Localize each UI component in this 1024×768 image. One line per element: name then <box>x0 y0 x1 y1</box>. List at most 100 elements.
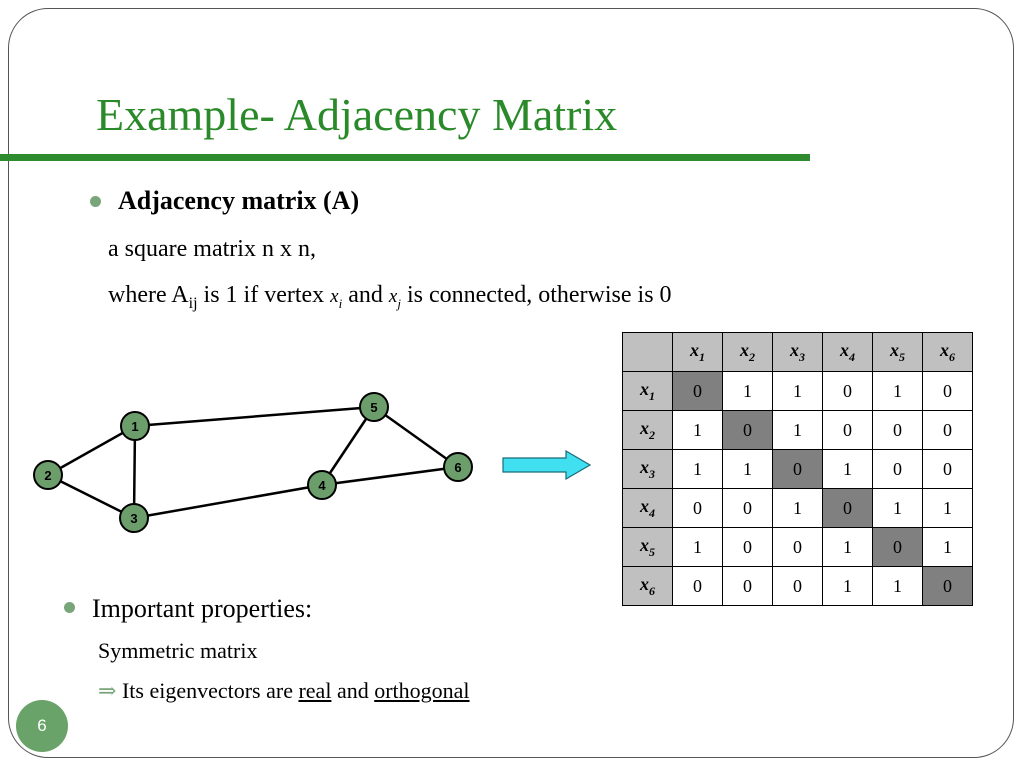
matrix-cell-diagonal: 0 <box>722 410 773 450</box>
node-3: 3 <box>119 503 149 533</box>
edge-1-2 <box>47 424 136 477</box>
node-5: 5 <box>359 392 389 422</box>
node-label: 2 <box>44 468 51 483</box>
matrix-cell: 0 <box>822 371 873 411</box>
matrix-cell: 0 <box>872 410 923 450</box>
node-label: 1 <box>131 419 138 434</box>
matrix-cell-diagonal: 0 <box>672 371 723 411</box>
text-segment: Its eigenvectors are <box>116 678 299 703</box>
bullet-dot <box>64 602 75 613</box>
matrix-cell: 0 <box>922 449 973 489</box>
title-underline <box>0 154 810 161</box>
text-segment: is connected, otherwise is 0 <box>400 282 672 308</box>
node-4: 4 <box>307 470 337 500</box>
matrix-cell: 0 <box>722 527 773 567</box>
slide-title: Example- Adjacency Matrix <box>96 89 618 140</box>
edge-5-6 <box>373 405 459 469</box>
edge-4-5 <box>320 406 376 486</box>
node-label: 6 <box>454 460 461 475</box>
node-label: 3 <box>130 511 137 526</box>
matrix-row: x3 1 1 0 1 0 0 <box>622 449 973 489</box>
edge-3-4 <box>133 483 323 520</box>
matrix-cell: 0 <box>722 488 773 528</box>
property-eigenvectors: ⇒ Its eigenvectors are real and orthogon… <box>98 678 470 704</box>
matrix-cell: 0 <box>672 566 723 606</box>
edge-1-3 <box>132 425 137 519</box>
matrix-cell: 1 <box>822 527 873 567</box>
implies-arrow-icon: ⇒ <box>98 678 117 703</box>
bullet-heading-adjacency: Adjacency matrix (A) <box>118 186 360 215</box>
matrix-cell: 1 <box>722 449 773 489</box>
matrix-cell: 1 <box>722 371 773 411</box>
matrix-cell: 1 <box>872 488 923 528</box>
matrix-cell: 0 <box>772 527 823 567</box>
matrix-row: x2 1 0 1 0 0 0 <box>622 410 973 450</box>
edge-1-5 <box>134 405 375 428</box>
matrix-row: x1 0 1 1 0 1 0 <box>622 371 973 411</box>
node-2: 2 <box>33 460 63 490</box>
matrix-cell-diagonal: 0 <box>922 566 973 606</box>
matrix-cell: 0 <box>922 410 973 450</box>
matrix-cell: 0 <box>772 566 823 606</box>
definition-line-2: where Aij is 1 if vertex xi and xj is co… <box>108 282 672 313</box>
edge-2-3 <box>47 473 135 520</box>
node-label: 5 <box>370 400 377 415</box>
matrix-row-header: x1 <box>622 371 673 411</box>
matrix-cell-diagonal: 0 <box>772 449 823 489</box>
matrix-cell: 1 <box>672 410 723 450</box>
matrix-row: x4 0 0 1 0 1 1 <box>622 488 973 528</box>
matrix-cell: 1 <box>672 449 723 489</box>
graph-nodes: 1 2 3 4 5 6 <box>33 392 473 533</box>
matrix-row-header: x2 <box>622 410 673 450</box>
matrix-cell: 0 <box>822 410 873 450</box>
matrix-cell: 0 <box>872 449 923 489</box>
matrix-header-row: x1 x2 x3 x4 x5 x6 <box>622 332 973 372</box>
matrix-cell: 0 <box>722 566 773 606</box>
slide-frame <box>8 8 1014 758</box>
matrix-cell-diagonal: 0 <box>872 527 923 567</box>
adjacency-matrix-table: x1 x2 x3 x4 x5 x6 x1 0 1 1 0 1 0 x2 1 0 … <box>622 332 973 606</box>
matrix-row: x5 1 0 0 1 0 1 <box>622 527 973 567</box>
matrix-row-header: x5 <box>622 527 673 567</box>
variable-x: x <box>330 286 339 307</box>
property-symmetric: Symmetric matrix <box>98 638 258 663</box>
matrix-cell: 1 <box>822 449 873 489</box>
node-label: 4 <box>318 478 326 493</box>
node-6: 6 <box>443 452 473 482</box>
bullet-heading-properties: Important properties: <box>92 594 313 623</box>
underlined-orthogonal: orthogonal <box>374 678 470 703</box>
matrix-cell: 1 <box>822 566 873 606</box>
matrix-cell: 0 <box>672 488 723 528</box>
matrix-row-header: x4 <box>622 488 673 528</box>
right-arrow-icon <box>502 450 592 480</box>
text-segment: and <box>342 282 389 308</box>
matrix-row-header: x6 <box>622 566 673 606</box>
matrix-col-header: x4 <box>822 332 873 372</box>
text-segment: where A <box>108 282 189 308</box>
matrix-col-header: x6 <box>922 332 973 372</box>
subscript: i <box>338 296 343 311</box>
subscript: j <box>397 296 401 311</box>
bullet-dot <box>90 196 101 207</box>
matrix-row-header: x3 <box>622 449 673 489</box>
matrix-cell: 1 <box>672 527 723 567</box>
matrix-cell: 1 <box>922 527 973 567</box>
matrix-cell: 1 <box>772 410 823 450</box>
page-number-badge: 6 <box>16 700 68 752</box>
matrix-cell-diagonal: 0 <box>822 488 873 528</box>
variable-x: x <box>388 286 398 307</box>
matrix-corner-cell <box>622 332 673 372</box>
text-segment: is 1 if vertex <box>197 282 331 308</box>
matrix-row: x6 0 0 0 1 1 0 <box>622 566 973 606</box>
matrix-cell: 1 <box>772 488 823 528</box>
subscript: ij <box>188 295 198 312</box>
definition-line-1: a square matrix n x n, <box>108 236 316 262</box>
matrix-cell: 0 <box>922 371 973 411</box>
graph-edges <box>47 405 459 520</box>
matrix-cell: 1 <box>872 566 923 606</box>
text-segment: and <box>331 678 375 703</box>
matrix-cell: 1 <box>872 371 923 411</box>
matrix-cell: 1 <box>772 371 823 411</box>
node-1: 1 <box>120 411 150 441</box>
matrix-cell: 1 <box>922 488 973 528</box>
